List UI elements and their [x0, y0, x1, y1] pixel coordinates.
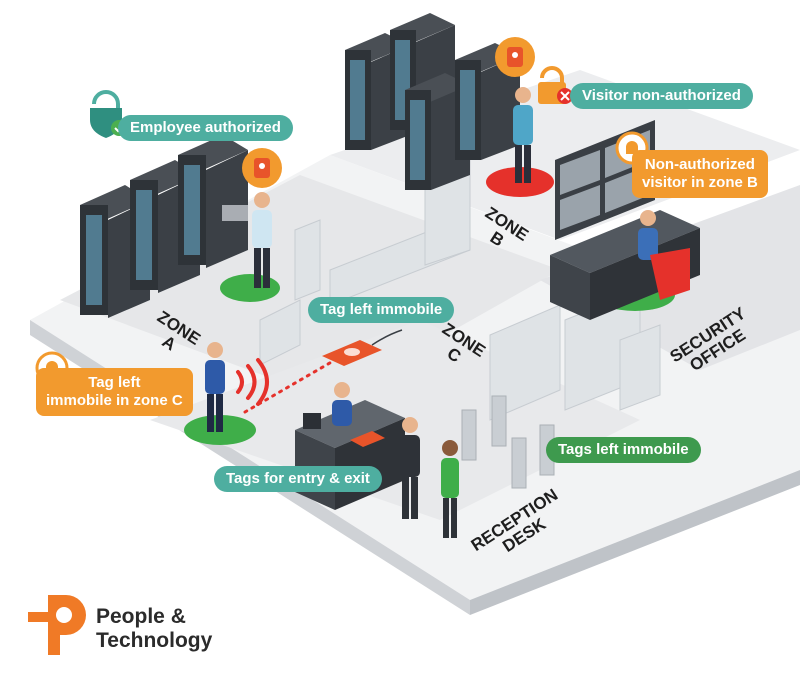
- security-desk: [550, 210, 700, 320]
- padlock-x-icon: [538, 66, 573, 104]
- businessman-person-icon: [400, 417, 420, 519]
- tag-signal-dotted-line: [243, 358, 337, 414]
- company-logo-mark: [28, 595, 86, 655]
- tag-left-immobile-callout: Tag left immobile: [308, 297, 455, 323]
- visitor-non-authorized-callout: Visitor non-authorized: [570, 83, 753, 109]
- server-rack-icon: [178, 135, 248, 268]
- businesswoman-person-icon: [441, 440, 459, 538]
- desk-rfid-tag-icon: [350, 431, 385, 447]
- signal-waves-icon: [236, 358, 269, 406]
- visitor-person-icon: [513, 87, 533, 183]
- tag-lanyard: [371, 329, 403, 346]
- receptionist-person-icon: [332, 382, 352, 426]
- tags-left-immobile-callout: Tags left immobile: [546, 437, 701, 463]
- company-logo-line1: People &: [96, 605, 186, 628]
- non-authorized-zone-b-line1: Non-authorized: [644, 156, 755, 173]
- tag-left-immobile-zone-c-callout: Tag left immobile in zone C: [36, 368, 193, 416]
- employee-person-icon: [222, 192, 272, 288]
- security-monitor-wall: [555, 120, 655, 240]
- security-agent-person-icon: [638, 210, 690, 300]
- visitor-badge-icon: [495, 37, 535, 77]
- company-logo-text: People & Technology: [96, 605, 212, 653]
- employee-authorized-callout: Employee authorized: [118, 115, 293, 141]
- non-authorized-zone-b-callout: Non-authorized visitor in zone B: [632, 150, 768, 198]
- turnstiles: [461, 395, 555, 489]
- company-logo-line2: Technology: [96, 629, 213, 652]
- guard-person-icon: [205, 342, 225, 432]
- employee-badge-icon: [242, 148, 282, 188]
- rfid-tag-icon: [322, 340, 382, 366]
- tag-left-immobile-zone-c-line1: Tag left: [88, 374, 141, 391]
- zone-b-server-racks: [345, 13, 520, 190]
- non-authorized-zone-b-line2: visitor in zone B: [642, 174, 758, 191]
- tags-entry-exit-callout: Tags for entry & exit: [214, 466, 382, 492]
- tag-left-immobile-zone-c-line2: immobile in zone C: [46, 392, 183, 409]
- zone-a-server-racks: [80, 135, 248, 318]
- employee-status-circle: [220, 274, 280, 302]
